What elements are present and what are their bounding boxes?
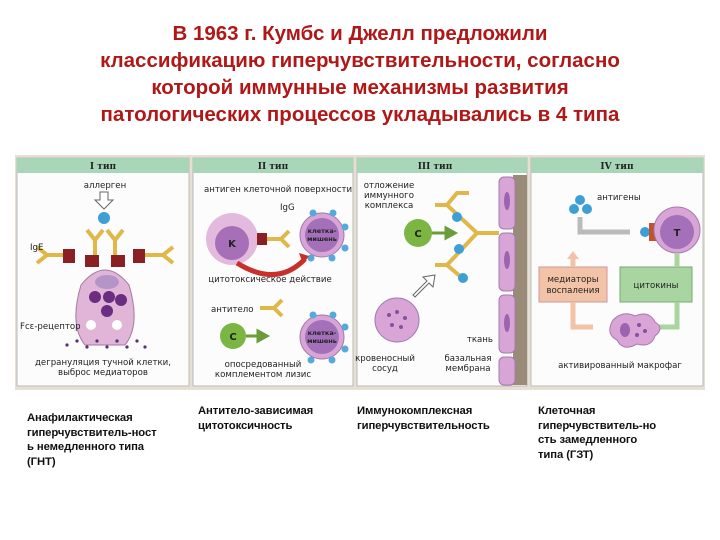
label-surface-antigen: антиген клеточной поверхности bbox=[204, 185, 352, 195]
arrow-icon bbox=[412, 274, 436, 298]
title-line: В 1963 г. Кумбс и Джелл предложили bbox=[172, 22, 548, 45]
title-line: которой иммунные механизмы развития bbox=[151, 76, 569, 99]
cytotoxic-arrow-icon bbox=[235, 257, 307, 277]
panel-type-2: II тип антиген клеточной поверхности IgG… bbox=[192, 157, 354, 387]
label-membrane: базальная bbox=[444, 354, 491, 364]
antigens-icon bbox=[569, 195, 592, 214]
complement-icon bbox=[220, 323, 246, 349]
title-line: классификацию гиперчувствительности, сог… bbox=[100, 49, 620, 72]
caption-line: ь немедленного типа bbox=[27, 441, 144, 453]
label-mediators: воспаления bbox=[546, 286, 599, 296]
target-label: клетка- bbox=[308, 227, 337, 235]
label-antibody: антитело bbox=[211, 305, 254, 315]
complement-icon bbox=[404, 219, 432, 247]
label-igg: IgG bbox=[280, 203, 295, 213]
label-allergen: аллерген bbox=[84, 181, 126, 191]
antibody-icon bbox=[260, 298, 284, 318]
tissue-icon bbox=[498, 175, 527, 386]
caption-line: Иммунокомплексная bbox=[357, 405, 473, 417]
label-fc-receptor: Fcε-рецептор bbox=[20, 322, 81, 332]
panel-type-3: III тип отложение иммунного комплекса C … bbox=[355, 157, 528, 387]
label-macrophage: активированный макрофаг bbox=[558, 361, 682, 371]
label-degranulation: дегрануляция тучной клетки, bbox=[35, 358, 171, 368]
label-lysis-2: комплементом лизис bbox=[215, 370, 311, 380]
label-deposit: отложение bbox=[364, 181, 415, 191]
target-cell-icon: клетка- мишень bbox=[299, 209, 349, 262]
t-cell-label: T bbox=[674, 228, 681, 239]
target-label: клетка- bbox=[308, 329, 337, 337]
k-cell-label: K bbox=[228, 239, 237, 250]
label-deposit: иммунного bbox=[364, 191, 414, 201]
label-antigens: антигены bbox=[597, 193, 641, 203]
label-mediators-release: выброс медиаторов bbox=[58, 368, 148, 378]
label-tissue: ткань bbox=[467, 335, 493, 345]
label-membrane: мембрана bbox=[445, 364, 490, 374]
caption-type-3: Иммунокомплексная гиперчувствительность bbox=[357, 404, 490, 433]
label-mediators: медиаторы bbox=[547, 275, 598, 285]
target-label: мишень bbox=[307, 337, 337, 345]
panel-header: I тип bbox=[90, 162, 117, 172]
caption-type-1: Анафилактическая гиперчувствитель-ност ь… bbox=[27, 411, 157, 469]
complement-label: C bbox=[414, 229, 421, 240]
panel-type-4: IV тип антигены T медиаторы воспаления ц… bbox=[530, 157, 704, 387]
label-cytokines: цитокины bbox=[634, 281, 679, 291]
arrow-down-icon bbox=[93, 191, 115, 210]
panel-header: II тип bbox=[258, 162, 289, 172]
caption-line: цитотоксичность bbox=[198, 419, 293, 432]
macrophage-icon bbox=[609, 313, 661, 348]
cytokines-box bbox=[619, 266, 693, 303]
caption-line: сть замедленного bbox=[538, 434, 638, 446]
ige-antibody-icon bbox=[35, 228, 175, 265]
label-ige: IgE bbox=[30, 243, 43, 253]
label-vessel: кровеносный bbox=[355, 354, 415, 364]
label-lysis: опосредованный bbox=[225, 360, 302, 370]
caption-line: Антитело-зависимая bbox=[198, 405, 314, 417]
caption-line: Клеточная bbox=[538, 405, 596, 417]
panel-header: IV тип bbox=[600, 162, 634, 172]
hypersensitivity-types-figure: I тип аллерген IgE Fcε-рецептор дегранул… bbox=[15, 155, 705, 390]
panel-header: III тип bbox=[418, 162, 453, 172]
caption-line: гиперчувствитель-но bbox=[538, 419, 657, 432]
caption-type-4: Клеточная гиперчувствитель-но сть замедл… bbox=[538, 404, 656, 462]
caption-type-2: Антитело-зависимая цитотоксичность bbox=[198, 404, 313, 433]
caption-line: гиперчувствитель-ност bbox=[27, 426, 157, 439]
title-line: патологических процессов укладывались в … bbox=[100, 103, 620, 126]
target-label: мишень bbox=[307, 235, 337, 243]
label-deposit: комплекса bbox=[365, 201, 414, 211]
label-vessel: сосуд bbox=[372, 364, 398, 374]
target-cell-icon: клетка- мишень bbox=[299, 311, 349, 364]
slide-title: В 1963 г. Кумбс и Джелл предложили класс… bbox=[0, 20, 720, 128]
fc-receptor-icon bbox=[85, 255, 99, 267]
panel-type-1: I тип аллерген IgE Fcε-рецептор дегранул… bbox=[16, 157, 190, 387]
complement-label: C bbox=[229, 332, 236, 343]
label-cytotoxic: цитотоксическое действие bbox=[208, 275, 332, 285]
arrow-icon bbox=[577, 217, 630, 235]
caption-line: гиперчувствительность bbox=[357, 419, 490, 432]
caption-line: (ГНТ) bbox=[27, 455, 56, 468]
caption-line: типа (ГЗТ) bbox=[538, 448, 594, 461]
blood-cell-icon bbox=[374, 297, 420, 343]
caption-line: Анафилактическая bbox=[27, 412, 133, 424]
allergen-icon bbox=[98, 212, 110, 224]
